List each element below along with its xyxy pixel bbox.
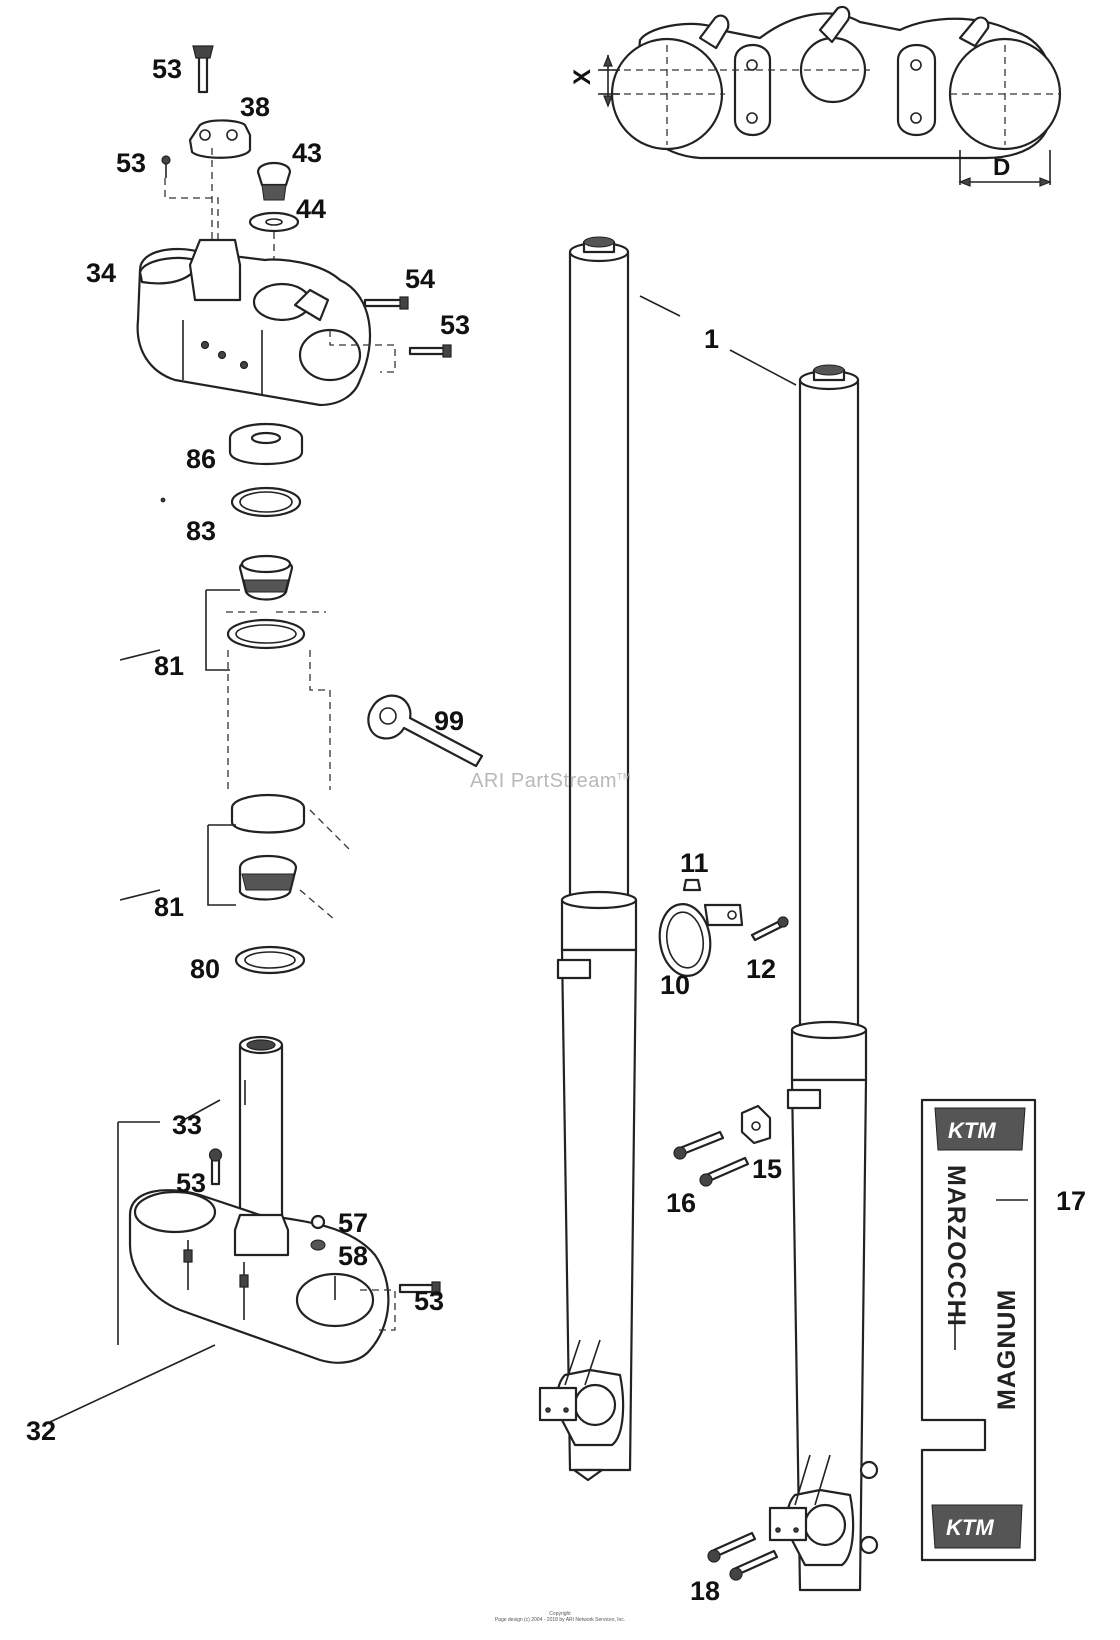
watermark-text: ARI PartStream bbox=[470, 770, 618, 792]
callout-34: 34 bbox=[86, 258, 116, 288]
callout-44: 44 bbox=[296, 194, 326, 224]
callout-labels: 53 38 53 43 44 34 54 53 1 86 83 81 99 81… bbox=[26, 54, 1086, 1606]
callout-54: 54 bbox=[405, 264, 435, 294]
callout-17: 17 bbox=[1056, 1186, 1086, 1216]
dimension-x-label: X bbox=[569, 69, 596, 85]
copyright-line-2: Page design (c) 2004 - 2018 by ARI Netwo… bbox=[494, 1617, 626, 1623]
callout-57: 57 bbox=[338, 1208, 368, 1238]
decal-marzocchi-text: MARZOCCHI bbox=[942, 1165, 970, 1327]
callout-12: 12 bbox=[746, 954, 776, 984]
callout-80: 80 bbox=[190, 954, 220, 984]
callout-38: 38 bbox=[240, 92, 270, 122]
callout-53: 53 bbox=[414, 1286, 444, 1316]
callout-1: 1 bbox=[704, 324, 719, 354]
dimension-d-label: D bbox=[993, 154, 1010, 181]
callout-53: 53 bbox=[176, 1168, 206, 1198]
copyright-line-1: Copyright bbox=[549, 1611, 571, 1617]
upper-triple-clamp-assembly bbox=[136, 45, 452, 407]
callout-33: 33 bbox=[172, 1110, 202, 1140]
callout-83: 83 bbox=[186, 516, 216, 546]
decal-ktm-logo-bottom: KTM bbox=[946, 1515, 994, 1540]
steering-bearings bbox=[160, 422, 351, 975]
fork-decal: KTM KTM MARZOCCHI MAGNUM bbox=[920, 1098, 1037, 1562]
fork-clamp-hardware bbox=[658, 878, 789, 1581]
triple-clamp-detail-view: X D bbox=[569, 5, 1062, 187]
callout-86: 86 bbox=[186, 444, 216, 474]
fork-leg-left bbox=[538, 236, 638, 1482]
lower-triple-clamp-assembly bbox=[117, 1035, 441, 1364]
callout-11: 11 bbox=[680, 848, 709, 878]
callout-81: 81 bbox=[154, 651, 184, 681]
callout-53: 53 bbox=[440, 310, 470, 340]
callout-18: 18 bbox=[690, 1576, 720, 1606]
callout-15: 15 bbox=[752, 1154, 782, 1184]
copyright-notice: Copyright Page design (c) 2004 - 2018 by… bbox=[0, 1611, 1120, 1623]
callout-53: 53 bbox=[152, 54, 182, 84]
callout-53: 53 bbox=[116, 148, 146, 178]
callout-58: 58 bbox=[338, 1241, 368, 1271]
leader-lines bbox=[49, 295, 1028, 1423]
decal-magnum-text: MAGNUM bbox=[993, 1289, 1021, 1410]
callout-16: 16 bbox=[666, 1188, 696, 1218]
callout-10: 10 bbox=[660, 970, 690, 1000]
watermark: ARI PartStreamTM bbox=[470, 770, 631, 793]
callout-43: 43 bbox=[292, 138, 322, 168]
callout-81: 81 bbox=[154, 892, 184, 922]
fork-leg-right bbox=[768, 364, 879, 1592]
spanner-wrench bbox=[367, 694, 484, 768]
decal-ktm-logo-top: KTM bbox=[948, 1118, 996, 1143]
callout-32: 32 bbox=[26, 1416, 56, 1446]
watermark-trademark: TM bbox=[617, 771, 632, 782]
callout-99: 99 bbox=[434, 706, 464, 736]
